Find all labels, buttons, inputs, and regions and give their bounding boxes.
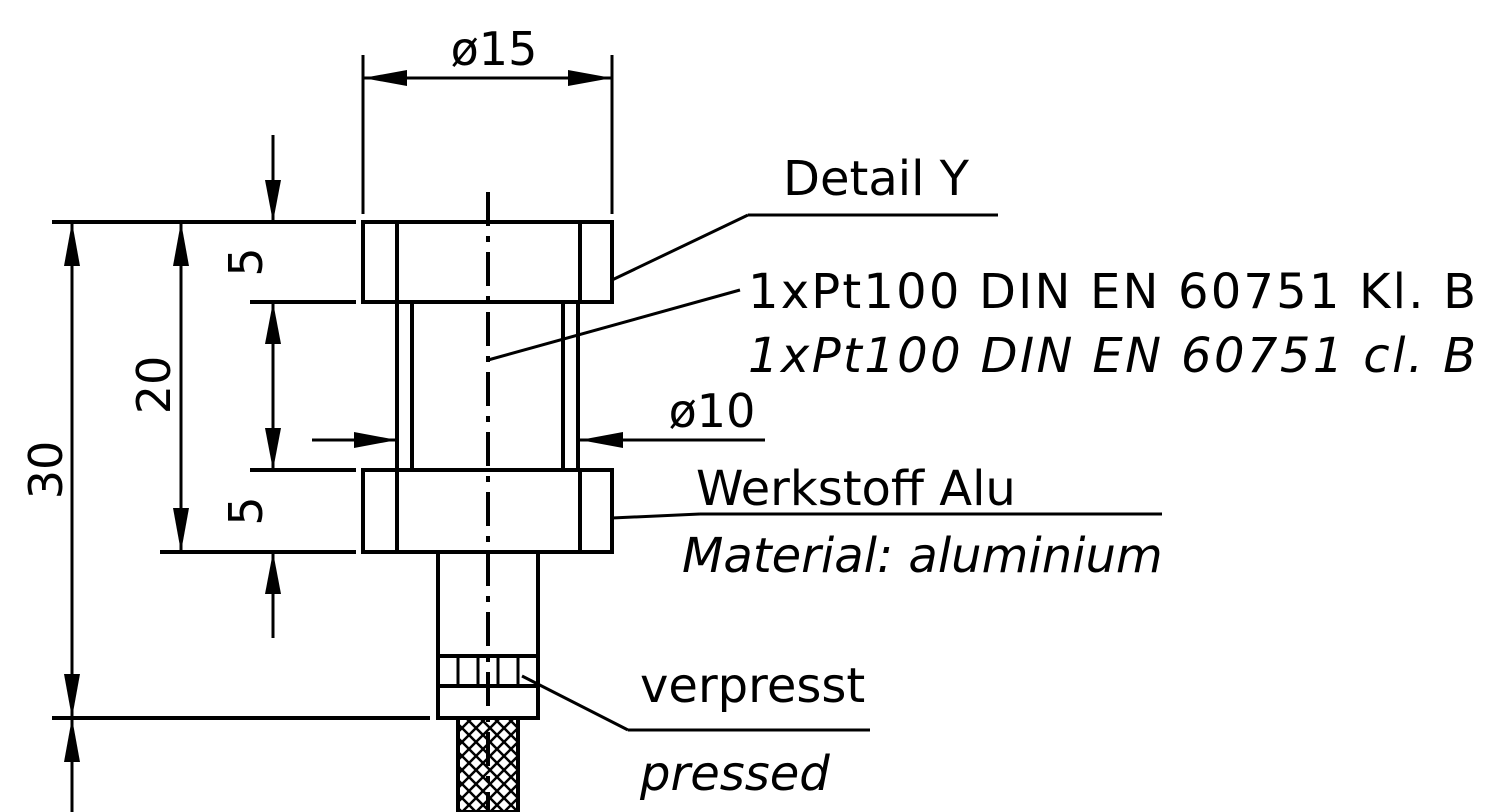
- material-label-en: Material: aluminium: [682, 528, 1163, 584]
- extension-lines: [52, 220, 430, 720]
- sensor-label-de: 1xPt100 DIN EN 60751 Kl. B: [748, 264, 1476, 320]
- dimension-inner-diameter: ø10: [312, 384, 765, 448]
- dimension-total-height: 30: [19, 222, 80, 812]
- callout-crimp: verpresst pressed: [521, 658, 870, 802]
- dimension-outer-diameter: ø15: [361, 22, 614, 214]
- material-label-de: Werkstoff Alu: [696, 461, 1016, 517]
- callout-detail: Detail Y: [611, 151, 998, 282]
- top-flange-height-label: 5: [219, 247, 273, 276]
- sensor-label-en: 1xPt100 DIN EN 60751 cl. B: [748, 328, 1476, 384]
- dimension-bottom-flange: 5: [219, 428, 281, 638]
- bottom-flange-height-label: 5: [219, 496, 273, 525]
- callout-sensor: 1xPt100 DIN EN 60751 Kl. B 1xPt100 DIN E…: [487, 264, 1476, 384]
- callout-material: Werkstoff Alu Material: aluminium: [611, 461, 1163, 584]
- total-height-label: 30: [19, 441, 73, 500]
- body-height-label: 20: [127, 356, 181, 415]
- dimension-top-flange: 5: [219, 135, 281, 458]
- detail-label: Detail Y: [783, 151, 970, 207]
- part-body: [361, 192, 614, 812]
- crimp-label-de: verpresst: [640, 658, 865, 714]
- dimension-body-height: 20: [127, 222, 189, 552]
- body-walls: [395, 302, 580, 470]
- outer-diameter-label: ø15: [451, 22, 538, 76]
- inner-diameter-label: ø10: [669, 384, 756, 438]
- crimp-label-en: pressed: [639, 746, 830, 802]
